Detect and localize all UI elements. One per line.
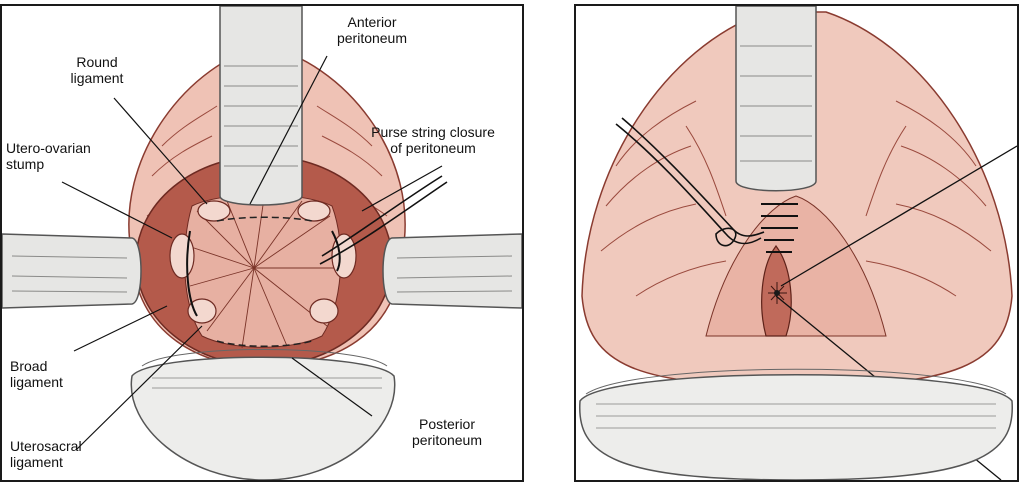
label-uterosacral-line2: ligament xyxy=(10,454,120,470)
left-illustration-panel: Anterior peritoneum Round ligament Purse… xyxy=(0,4,524,482)
bottom-speculum xyxy=(131,350,394,481)
left-retractor xyxy=(2,234,141,308)
label-anterior-peritoneum-line1: Anterior xyxy=(307,14,437,30)
label-round-ligament-line1: Round xyxy=(32,54,162,70)
right-surgical-illustration xyxy=(576,6,1017,480)
label-posterior-peritoneum: Posterior peritoneum xyxy=(387,416,507,448)
label-utero-ovarian-line2: stump xyxy=(6,156,136,172)
label-purse-string-line1: Purse string closure xyxy=(338,124,524,140)
label-anterior-peritoneum: Anterior peritoneum xyxy=(307,14,437,46)
label-purse-string-closure: Purse string closure of peritoneum xyxy=(338,124,524,156)
label-posterior-peritoneum-line1: Posterior xyxy=(387,416,507,432)
label-anterior-peritoneum-line2: peritoneum xyxy=(307,30,437,46)
label-round-ligament: Round ligament xyxy=(32,54,162,86)
label-uterosacral-ligament: Uterosacral ligament xyxy=(10,438,120,470)
top-retractor xyxy=(220,6,302,205)
label-broad-ligament-line2: ligament xyxy=(10,374,110,390)
label-purse-string-line2: of peritoneum xyxy=(338,140,524,156)
top-retractor xyxy=(736,6,816,191)
label-broad-ligament: Broad ligament xyxy=(10,358,110,390)
label-utero-ovarian-line1: Utero-ovarian xyxy=(6,140,136,156)
label-uterosacral-line1: Uterosacral xyxy=(10,438,120,454)
label-posterior-peritoneum-line2: peritoneum xyxy=(387,432,507,448)
label-round-ligament-line2: ligament xyxy=(32,70,162,86)
label-broad-ligament-line1: Broad xyxy=(10,358,110,374)
bottom-speculum xyxy=(580,369,1013,480)
right-illustration-panel xyxy=(574,4,1019,482)
label-utero-ovarian-stump: Utero-ovarian stump xyxy=(6,140,136,172)
right-retractor xyxy=(383,234,522,308)
